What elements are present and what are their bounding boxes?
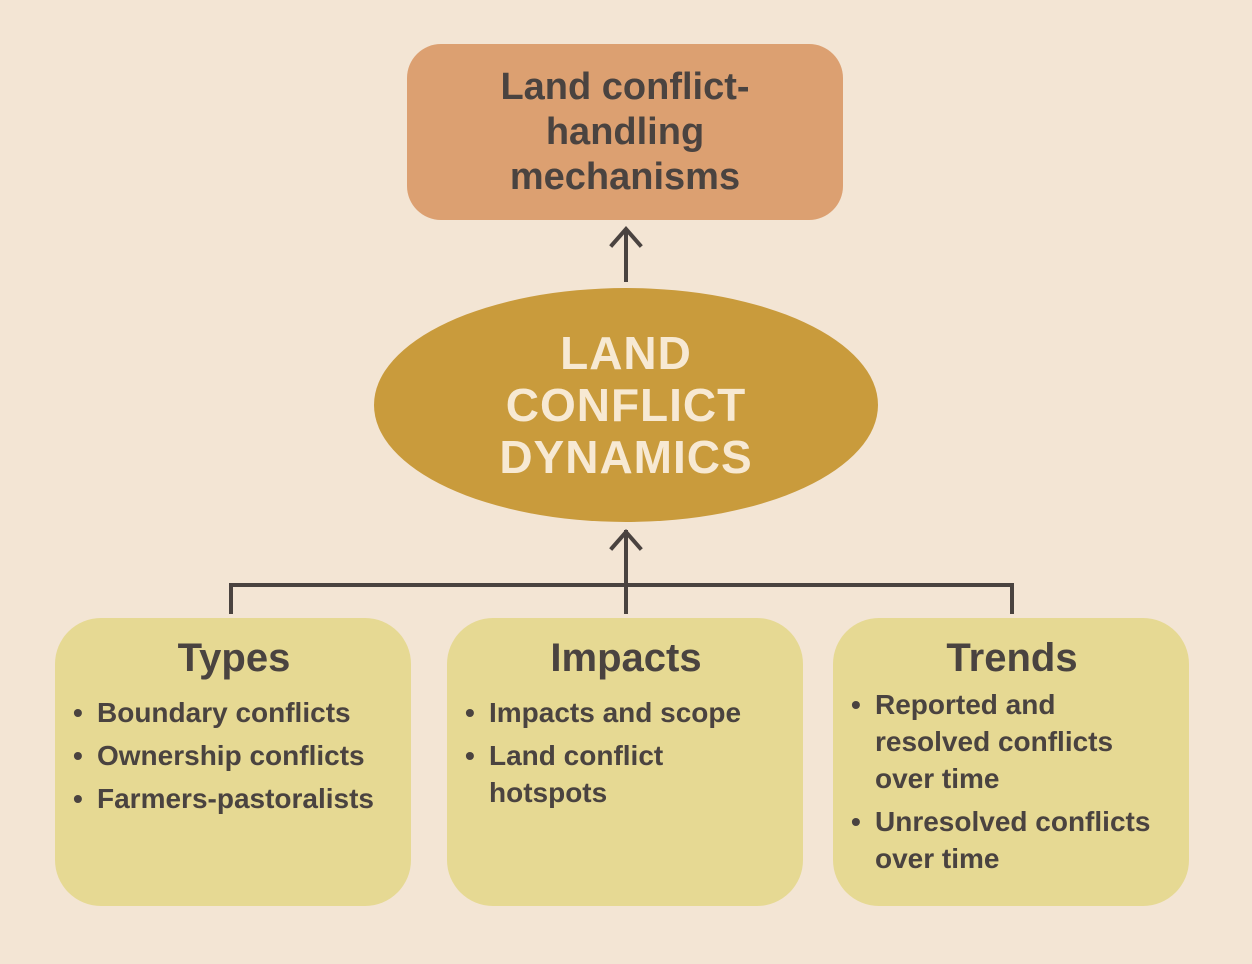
bullet-icon: • bbox=[851, 689, 861, 720]
list-item: •Impacts and scope bbox=[465, 694, 787, 731]
trends-box: Trends •Reported and resolved conflicts … bbox=[833, 618, 1189, 906]
mechanisms-box: Land conflict-handling mechanisms bbox=[407, 44, 843, 220]
arrowhead-to-mechanisms bbox=[609, 225, 643, 248]
bracket-line bbox=[229, 583, 1014, 614]
types-title: Types bbox=[177, 636, 291, 680]
bullet-icon: • bbox=[465, 697, 475, 728]
dynamics-ellipse: LAND CONFLICT DYNAMICS bbox=[374, 288, 878, 522]
impacts-box: Impacts •Impacts and scope •Land conflic… bbox=[447, 618, 803, 906]
list-item: •Unresolved conflicts over time bbox=[851, 803, 1193, 877]
trends-list: •Reported and resolved conflicts over ti… bbox=[851, 686, 1173, 877]
impacts-list: •Impacts and scope •Land conflict hotspo… bbox=[465, 694, 787, 811]
types-list: •Boundary conflicts •Ownership conflicts… bbox=[73, 694, 395, 817]
mechanisms-label: Land conflict-handling mechanisms bbox=[500, 65, 750, 198]
bullet-icon: • bbox=[851, 806, 861, 837]
list-item: •Reported and resolved conflicts over ti… bbox=[851, 686, 1165, 797]
list-item: •Ownership conflicts bbox=[73, 737, 395, 774]
bullet-icon: • bbox=[73, 783, 83, 814]
arrowhead-to-dynamics bbox=[609, 528, 643, 551]
bullet-icon: • bbox=[465, 740, 475, 771]
list-item: •Boundary conflicts bbox=[73, 694, 395, 731]
list-item: •Farmers-pastoralists bbox=[73, 780, 395, 817]
bullet-icon: • bbox=[73, 697, 83, 728]
types-box: Types •Boundary conflicts •Ownership con… bbox=[55, 618, 411, 906]
bullet-icon: • bbox=[73, 740, 83, 771]
impacts-title: Impacts bbox=[550, 636, 702, 680]
list-item: •Land conflict hotspots bbox=[465, 737, 689, 811]
dynamics-label: LAND CONFLICT DYNAMICS bbox=[499, 327, 753, 483]
trends-title: Trends bbox=[946, 636, 1078, 680]
